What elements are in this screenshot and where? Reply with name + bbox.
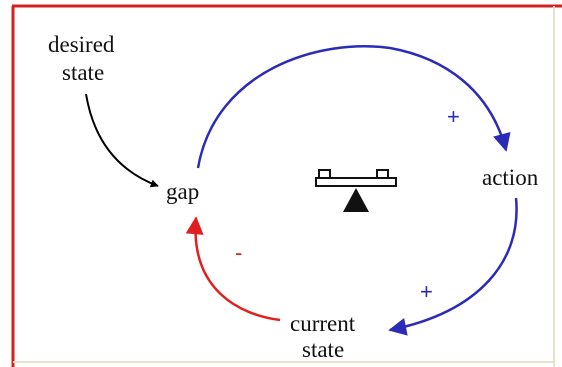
label-desired-state-line2: state: [62, 60, 104, 85]
label-current-state-line1: current: [290, 311, 356, 336]
label-action: action: [482, 165, 539, 190]
polarity-action-to-current: +: [420, 279, 433, 304]
label-current-state-line2: state: [302, 337, 344, 362]
polarity-gap-to-action: +: [447, 104, 460, 129]
label-gap: gap: [166, 179, 199, 204]
polarity-current-to-gap: -: [235, 240, 242, 265]
link-desired-to-gap: [85, 93, 159, 188]
balance-seesaw-icon: [315, 169, 397, 212]
link-action-to-current: [388, 197, 518, 336]
link-gap-to-action: [196, 45, 511, 169]
label-desired-state-line1: desired: [48, 32, 115, 57]
link-current-to-gap: [185, 216, 281, 322]
